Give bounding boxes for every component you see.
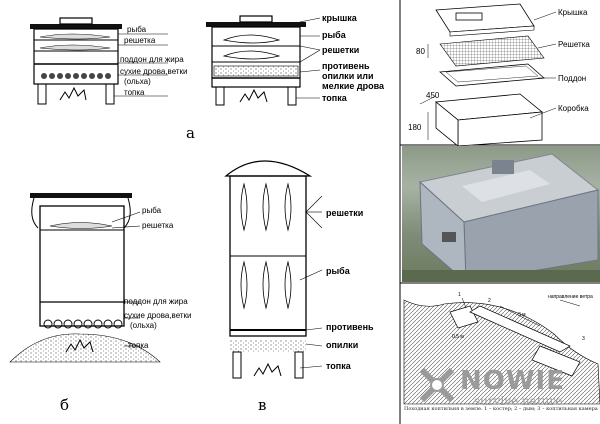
label-firebox: топка — [326, 361, 352, 371]
pit-label-wind: направление ветра — [548, 294, 593, 300]
label-grate: решетка — [124, 36, 156, 45]
label-firebox: топка — [124, 88, 145, 97]
label-grate: Решетка — [558, 40, 590, 49]
dimension-tray-height: 80 — [416, 47, 425, 56]
smoker-a-left — [30, 17, 168, 105]
label-tray: Поддон — [558, 74, 586, 83]
variant-label-b: б — [60, 396, 69, 414]
variant-label-a: а — [186, 124, 195, 142]
metal-smoker-photo — [402, 146, 600, 282]
smoker-b — [9, 193, 161, 363]
smoker-v — [224, 160, 323, 379]
exploded-box — [419, 3, 557, 147]
pit-caption: Походная коптильня в земле. 1 – костер; … — [404, 406, 598, 412]
pit-label-1: 1 — [458, 292, 461, 298]
pit-label-depth: 0,5 м — [452, 334, 464, 340]
label-fish: рыба — [322, 30, 347, 40]
label-grates: решетки — [326, 208, 363, 218]
pit-label-3: 3 — [582, 336, 585, 342]
dimension-length: 450 — [426, 91, 440, 100]
label-fat-tray: поддон для жира — [124, 297, 188, 306]
nowie-tagline: survive nature — [474, 394, 563, 408]
nowie-logo-icon — [419, 367, 455, 403]
label-firewood: сухие дрова,ветки — [120, 67, 188, 76]
label-pan: противень — [326, 322, 374, 332]
label-sawdust: опилки или — [322, 71, 374, 81]
label-firewood-note: (ольха) — [124, 77, 151, 86]
label-fish: рыба — [127, 25, 147, 34]
label-lid: крышка — [322, 13, 358, 23]
nowie-watermark: NOWIE survive nature — [418, 362, 600, 412]
label-firebox: топка — [128, 341, 149, 350]
nowie-brand: NOWIE — [460, 366, 565, 396]
label-firewood: сухие дрова,ветки — [124, 311, 192, 320]
dimension-box-height: 180 — [408, 123, 422, 132]
label-fat-tray: поддон для жира — [120, 55, 184, 64]
pit-label-2: 2 — [488, 298, 491, 304]
label-grate: решетка — [142, 221, 174, 230]
pit-diagram — [403, 297, 600, 405]
label-firebox: топка — [322, 93, 348, 103]
label-fish: рыба — [326, 266, 351, 276]
variant-label-v: в — [258, 396, 266, 414]
label-sawdust: опилки — [326, 340, 358, 350]
smoker-a-right — [206, 15, 321, 106]
label-pan: противень — [322, 61, 370, 71]
label-small-wood: мелкие дрова — [322, 81, 385, 91]
pit-label-length: 3 м — [518, 312, 526, 318]
label-fish: рыба — [142, 206, 162, 215]
label-grates: решетки — [322, 45, 359, 55]
label-lid: Крышка — [558, 8, 588, 17]
label-box: Коробка — [558, 104, 589, 113]
label-firewood-note: (ольха) — [130, 321, 157, 330]
